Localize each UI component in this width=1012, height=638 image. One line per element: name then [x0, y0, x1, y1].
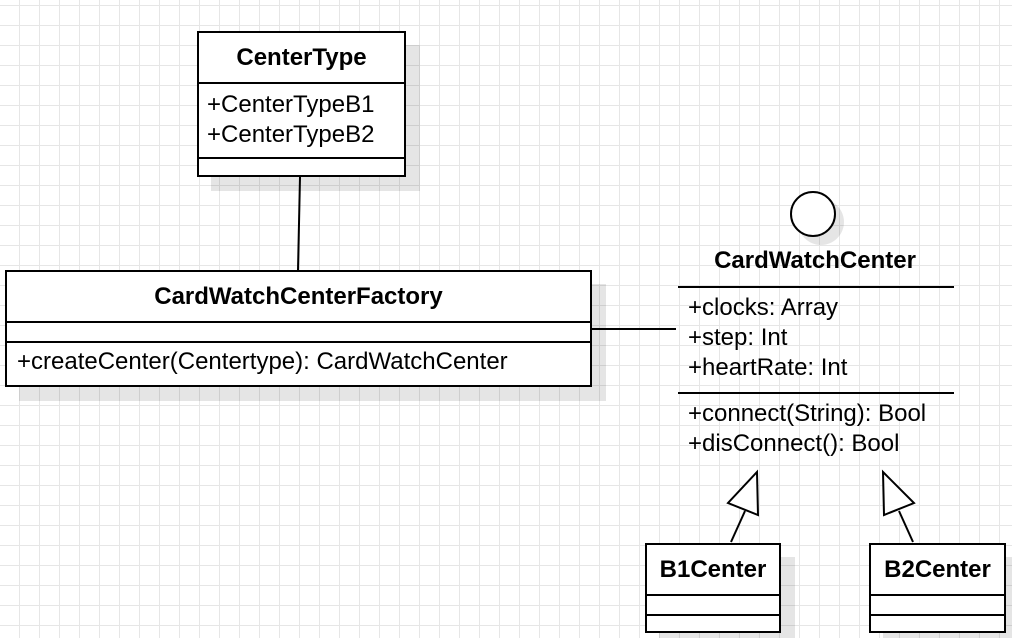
factory-methods: +createCenter(Centertype): CardWatchCent…	[7, 343, 590, 385]
generalization-b1center-arrowhead	[726, 469, 760, 517]
association-centertype-factory	[297, 176, 301, 271]
cardwatchcenter-attributes: +clocks: Array +step: Int +heartRate: In…	[688, 293, 847, 383]
b2center-attributes	[871, 596, 1004, 616]
centertype-attribute-b1: +CenterTypeB1	[207, 91, 375, 118]
b1center-attributes	[647, 596, 779, 616]
factory-class-name: CardWatchCenterFactory	[7, 272, 590, 323]
cardwatchcenter-separator-top	[678, 286, 954, 288]
b2center-class[interactable]: B2Center	[869, 543, 1006, 633]
centertype-methods	[199, 159, 404, 175]
factory-method-createcenter: +createCenter(Centertype): CardWatchCent…	[17, 348, 508, 375]
generalization-b1center-line	[730, 510, 746, 543]
cardwatchcenter-attribute-heartrate: +heartRate: Int	[688, 354, 848, 381]
interface-lollipop-icon	[790, 191, 836, 237]
centertype-class[interactable]: CenterType +CenterTypeB1 +CenterTypeB2	[197, 31, 406, 177]
cardwatchcenter-attribute-step: +step: Int	[688, 324, 788, 351]
cardwatchcenter-separator-bottom	[678, 392, 954, 394]
cardwatchcenterfactory-class[interactable]: CardWatchCenterFactory +createCenter(Cen…	[5, 270, 592, 387]
b1center-methods	[647, 616, 779, 631]
generalization-b2center-line	[898, 510, 914, 543]
centertype-attribute-b2: +CenterTypeB2	[207, 121, 375, 148]
cardwatchcenter-method-disconnect: +disConnect(): Bool	[688, 430, 900, 457]
generalization-b2center-arrowhead	[881, 469, 916, 517]
factory-attributes	[7, 323, 590, 343]
cardwatchcenter-name: CardWatchCenter	[714, 247, 916, 274]
b1center-class[interactable]: B1Center	[645, 543, 781, 633]
cardwatchcenter-attribute-clocks: +clocks: Array	[688, 294, 839, 321]
cardwatchcenter-method-connect: +connect(String): Bool	[688, 400, 927, 427]
centertype-attributes: +CenterTypeB1 +CenterTypeB2	[199, 84, 404, 159]
b2center-methods	[871, 616, 1004, 631]
cardwatchcenter-methods: +connect(String): Bool +disConnect(): Bo…	[688, 399, 926, 459]
centertype-class-name: CenterType	[199, 33, 404, 84]
b1center-class-name: B1Center	[647, 545, 779, 596]
b2center-class-name: B2Center	[871, 545, 1004, 596]
